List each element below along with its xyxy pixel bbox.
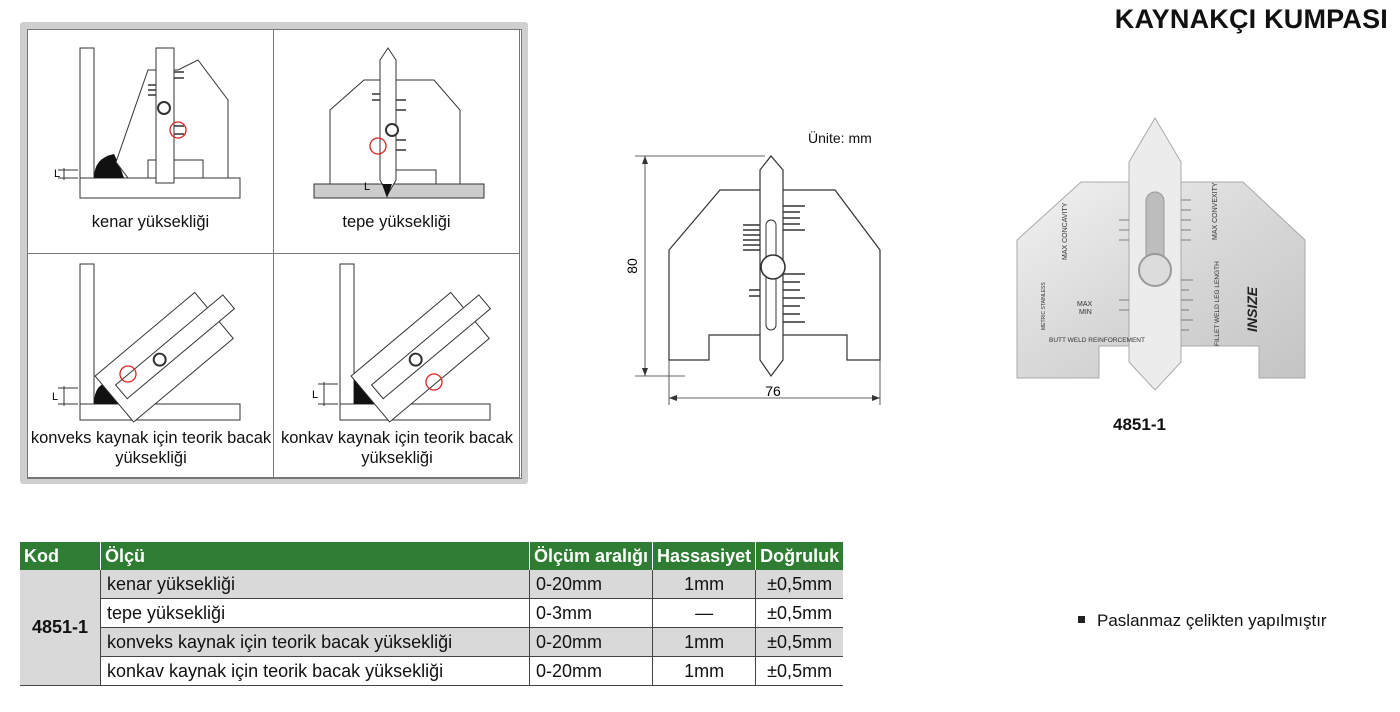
feature-note-text: Paslanmaz çelikten yapılmıştır <box>1097 611 1327 630</box>
resolution-cell: 1mm <box>652 570 756 599</box>
range-cell: 0-20mm <box>528 627 653 657</box>
diagram-edge-height: L kenar yüksekliği <box>28 30 274 254</box>
label-max-convexity: MAX CONVEXITY <box>1212 182 1219 240</box>
measure-cell: konveks kaynak için teorik bacak yüksekl… <box>100 627 530 657</box>
diagram-top-height: L tepe yüksekliği <box>274 30 520 254</box>
unit-label: Ünite: mm <box>808 130 872 146</box>
table-row: konkav kaynak için teorik bacak yüksekli… <box>20 656 844 686</box>
range-cell: 0-20mm <box>528 570 653 599</box>
col-header-resolution: Hassasiyet <box>652 542 756 570</box>
height-value: 80 <box>625 258 640 274</box>
accuracy-cell: ±0,5mm <box>755 598 844 628</box>
resolution-cell: — <box>652 598 756 628</box>
accuracy-cell: ±0,5mm <box>755 656 844 686</box>
range-cell: 0-3mm <box>528 598 653 628</box>
label-max: MAX <box>1077 301 1093 308</box>
feature-note: Paslanmaz çelikten yapılmıştır <box>1078 611 1327 631</box>
brand-logo: INSIZE <box>1244 286 1260 332</box>
label-max-concavity: MAX CONCAVITY <box>1062 202 1069 260</box>
dimension-drawing: 80 76 <box>625 155 881 405</box>
table-row: tepe yüksekliği 0-3mm — ±0,5mm <box>20 598 844 628</box>
table-row: konveks kaynak için teorik bacak yüksekl… <box>20 627 844 657</box>
col-header-code: Kod <box>20 542 101 570</box>
diagram-concave-leg: L konkav kaynak için teorik bacak yüksek… <box>274 254 520 478</box>
convex-leg-illustration: L <box>52 263 241 423</box>
range-cell: 0-20mm <box>528 656 653 686</box>
caption-edge-height: kenar yüksekliği <box>91 213 210 231</box>
concave-leg-illustration: L <box>312 263 492 423</box>
edge-height-illustration: L <box>54 47 241 199</box>
product-code: 4851-1 <box>20 570 101 686</box>
table-header-row: Kod Ölçü Ölçüm aralığı Hassasiyet Doğrul… <box>20 542 844 570</box>
product-photo: MAX CONCAVITY MAX CONVEXITY METRIC STAIN… <box>1016 117 1306 390</box>
width-value: 76 <box>765 383 781 399</box>
measure-cell: tepe yüksekliği <box>100 598 530 628</box>
caption-top-height: tepe yüksekliği <box>342 213 451 231</box>
resolution-cell: 1mm <box>652 627 756 657</box>
col-header-measure: Ölçü <box>100 542 530 570</box>
page-title: KAYNAKÇI KUMPASI <box>1114 4 1388 34</box>
accuracy-cell: ±0,5mm <box>755 627 844 657</box>
measure-cell: konkav kaynak için teorik bacak yüksekli… <box>100 656 530 686</box>
accuracy-cell: ±0,5mm <box>755 570 844 599</box>
top-height-illustration: L <box>313 47 485 199</box>
caption-convex-leg: konveks kaynak için teorik bacak yüksekl… <box>30 429 272 467</box>
col-header-range: Ölçüm aralığı <box>528 542 653 570</box>
dim-label-L: L <box>52 391 58 403</box>
table-row: 4851-1 kenar yüksekliği 0-20mm 1mm ±0,5m… <box>20 570 844 686</box>
usage-diagram-panel: L kenar yüksekliği L tepe yüksekliği <box>20 22 528 484</box>
caption-concave-leg: konkav kaynak için teorik bacak yüksekli… <box>280 429 514 467</box>
resolution-cell: 1mm <box>652 656 756 686</box>
col-header-accuracy: Doğruluk <box>755 542 844 570</box>
spec-table: Kod Ölçü Ölçüm aralığı Hassasiyet Doğrul… <box>20 542 844 686</box>
diagram-convex-leg: L konveks kaynak için teorik bacak yükse… <box>28 254 274 478</box>
label-min: MIN <box>1079 309 1092 316</box>
dim-label-L: L <box>364 181 370 193</box>
label-metric-stainless: METRIC STAINLESS <box>1041 282 1047 330</box>
label-fillet-weld: FILLET WELD LEG LENGTH <box>1214 261 1221 346</box>
measure-cell: kenar yüksekliği <box>100 570 530 599</box>
usage-diagram-grid: L kenar yüksekliği L tepe yüksekliği <box>27 29 522 479</box>
model-label: 4851-1 <box>1113 415 1166 434</box>
bullet-square-icon <box>1078 616 1085 624</box>
dim-label-L: L <box>312 389 318 401</box>
dim-label-L: L <box>54 168 60 180</box>
label-butt-weld: BUTT WELD REINFORCEMENT <box>1049 337 1145 344</box>
